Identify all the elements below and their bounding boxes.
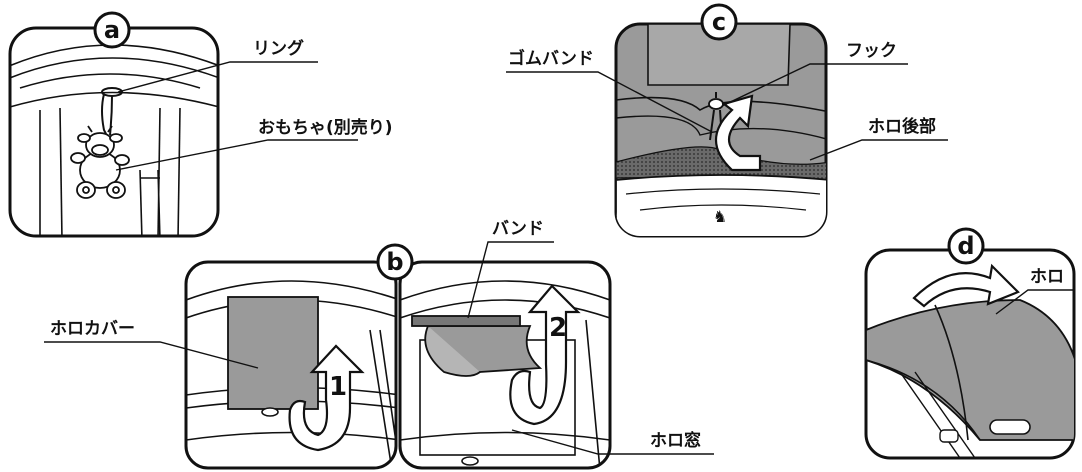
canopy-window-label: ホロ窓 [650, 430, 701, 451]
rubber-band-leader-line [506, 71, 713, 133]
panel-a: リング おもちゃ(別売り) a [8, 11, 393, 238]
svg-text:♞: ♞ [713, 207, 727, 226]
toy-leader-line [115, 139, 358, 171]
badge-a-text: a [104, 16, 120, 44]
arrow-step-2: 2 [509, 284, 581, 426]
panel-c: ♞ ゴムバンド フック ホロ後部 c [506, 3, 948, 238]
badge-c-text: c [712, 8, 726, 36]
hook-label: フック [846, 41, 897, 61]
canopy-cover [227, 296, 319, 410]
toy-label: おもちゃ(別売り) [258, 117, 393, 138]
band-leader-line [467, 241, 554, 319]
badge-a [93, 11, 131, 49]
canopy-cover-label: ホロカバー [50, 319, 135, 339]
rubber-band-label: ゴムバンド [508, 48, 594, 69]
canopy-rear-leader-line [809, 139, 948, 161]
hook-leader-line [721, 63, 908, 107]
canopy-leader-line [995, 289, 1074, 315]
panel-d: ホロ d [864, 227, 1076, 460]
step-1-number: 1 [329, 372, 347, 402]
arrow-fold [912, 263, 1020, 308]
badge-b-text: b [386, 248, 403, 276]
canopy-window-leader-line [511, 429, 714, 455]
band-label: バンド [492, 219, 544, 239]
arrow-step-1: 1 [288, 344, 365, 452]
badge-b [376, 243, 414, 281]
canopy-label: ホロ [1030, 267, 1064, 287]
badge-c [700, 3, 738, 41]
badge-d-text: d [957, 232, 974, 260]
band [411, 315, 521, 327]
step-2-number: 2 [549, 313, 567, 343]
ring-label: リング [253, 38, 304, 59]
canopy-rear-label: ホロ後部 [868, 116, 936, 137]
toy-figure [70, 125, 130, 199]
ring-leader-line [117, 61, 318, 93]
panel-a-frame [8, 26, 220, 238]
canopy-cover-leader-line [44, 341, 259, 369]
panel-b: 1 2 ホロカバー バンド ホロ窓 b [44, 219, 714, 470]
badge-d [947, 227, 985, 265]
